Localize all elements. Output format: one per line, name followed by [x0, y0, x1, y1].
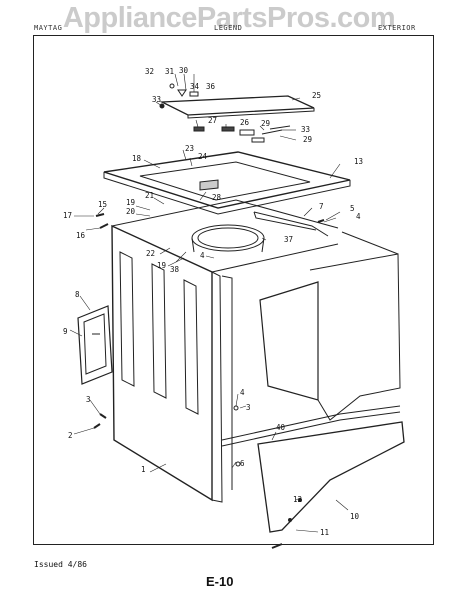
callout-1: 1: [141, 465, 146, 474]
callout-26: 26: [240, 118, 250, 127]
callout-4-lower: 4: [240, 388, 245, 397]
lid-hardware: [159, 83, 291, 143]
callout-3-lower: 3: [246, 403, 251, 412]
diagram-frame: [33, 35, 434, 545]
callout-3: 3: [86, 395, 91, 404]
callout-30: 30: [179, 66, 189, 75]
callout-34: 34: [190, 82, 200, 91]
callout-33-upper: 33: [152, 95, 162, 104]
callout-31: 31: [165, 67, 175, 76]
callout-4-middle: 4: [200, 251, 205, 260]
callout-22: 22: [146, 249, 156, 258]
header-right-text: EXTERIOR: [378, 24, 416, 32]
callout-37: 37: [284, 235, 294, 244]
callout-12: 12: [293, 495, 303, 504]
header-left-text: MAYTAG: [34, 24, 63, 32]
callout-16: 16: [76, 231, 86, 240]
leader-lines: [69, 73, 349, 533]
callout-13: 13: [354, 157, 364, 166]
callout-2: 2: [68, 431, 73, 440]
callout-19-upper: 19: [126, 198, 136, 207]
callout-32: 32: [145, 67, 155, 76]
callout-24: 24: [198, 152, 208, 161]
callout-17: 17: [63, 211, 73, 220]
callout-21: 21: [145, 191, 155, 200]
callout-5: 5: [350, 204, 355, 213]
issued-date: Issued 4/86: [34, 560, 87, 569]
callout-29-upper: 29: [261, 119, 271, 128]
front-panel-part: [259, 231, 401, 421]
page-number: E-10: [206, 574, 234, 589]
access-panel-part: [77, 305, 113, 385]
callout-38: 38: [170, 265, 180, 274]
callout-15: 15: [98, 200, 108, 209]
cabinet-body: [111, 199, 401, 503]
callout-19-lower: 19: [157, 261, 167, 270]
callout-6: 6: [240, 459, 245, 468]
callout-7: 7: [319, 202, 324, 211]
callout-18: 18: [132, 154, 142, 163]
header-mid-text: LEGEND: [214, 24, 243, 32]
callout-27: 27: [208, 116, 218, 125]
callout-8: 8: [75, 290, 80, 299]
callout-9: 9: [63, 327, 68, 336]
callout-25: 25: [312, 91, 322, 100]
screws: [92, 213, 325, 549]
callout-29-lower: 29: [303, 135, 313, 144]
lid-part: [159, 95, 315, 119]
top-panel-part: [103, 151, 351, 215]
callout-10: 10: [350, 512, 360, 521]
callout-4-top: 4: [356, 212, 361, 221]
callout-40: 40: [276, 423, 286, 432]
callout-11: 11: [320, 528, 330, 537]
callout-33-lower: 33: [301, 125, 311, 134]
callout-36: 36: [206, 82, 216, 91]
flap-part: [253, 211, 329, 237]
callout-20: 20: [126, 207, 136, 216]
toe-panel-part: [257, 421, 405, 533]
watermark: AppliancePartsPros.com: [62, 2, 396, 34]
callout-23: 23: [185, 144, 195, 153]
callout-28: 28: [212, 193, 222, 202]
tub-ring-part: [191, 224, 265, 253]
